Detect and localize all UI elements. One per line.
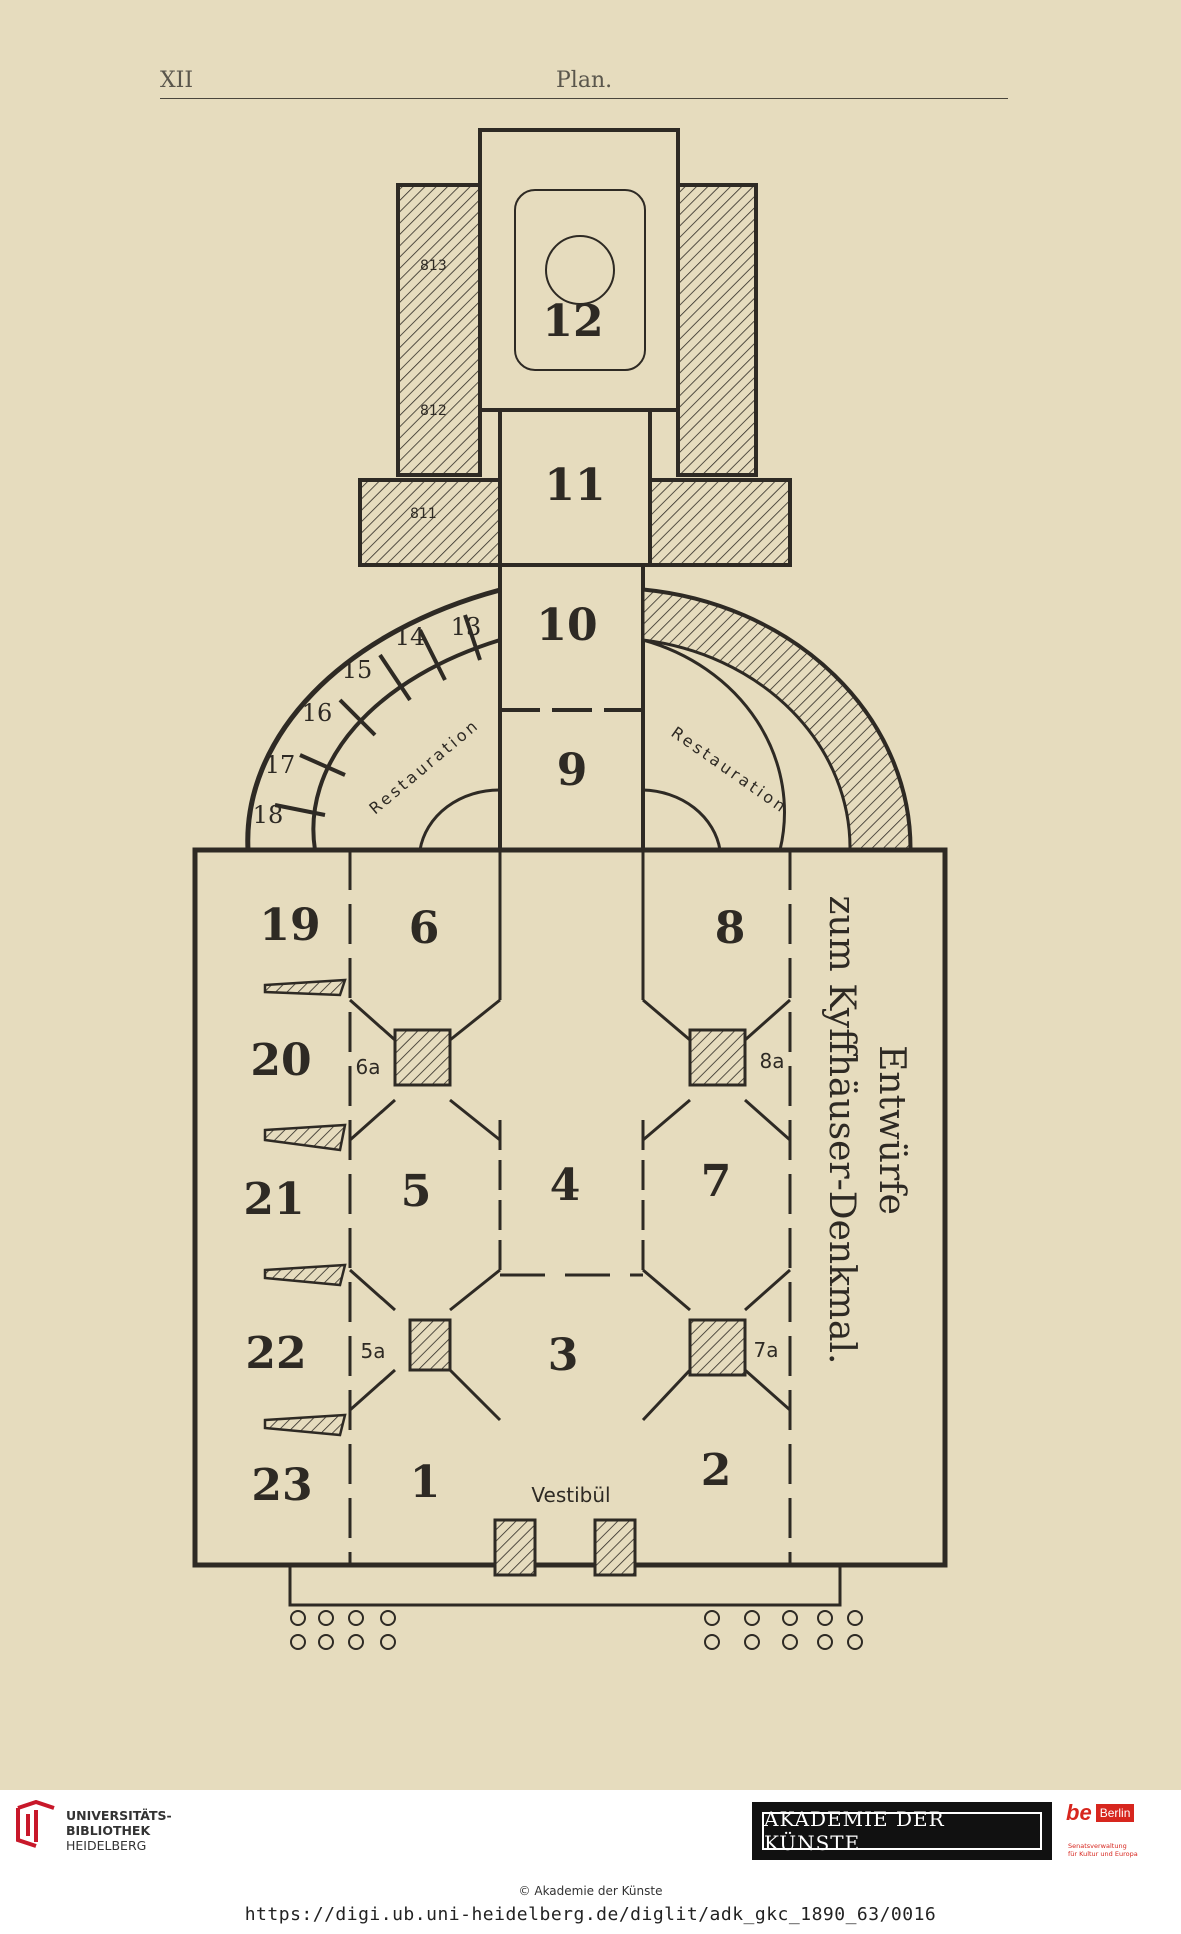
- viewer-footer: UNIVERSITÄTS- BIBLIOTHEK HEIDELBERG AKAD…: [0, 1790, 1181, 1934]
- header-rule: [160, 98, 1008, 99]
- room-2: 2: [701, 1445, 732, 1496]
- senate-line-1: Senatsverwaltung: [1068, 1842, 1127, 1850]
- vestibule-label: Vestibül: [531, 1483, 610, 1507]
- room-18: 18: [253, 801, 284, 829]
- room-17: 17: [265, 751, 296, 779]
- room-15: 15: [342, 656, 373, 684]
- label-811: 811: [410, 506, 437, 522]
- room-10: 10: [536, 600, 597, 651]
- room-5a: 5a: [361, 1339, 386, 1363]
- library-line-3: HEIDELBERG: [66, 1838, 147, 1853]
- plan-walls: [192, 128, 948, 1607]
- room-11: 11: [544, 460, 605, 511]
- academy-name: AKADEMIE DER KÜNSTE: [762, 1807, 1042, 1855]
- room-22: 22: [245, 1328, 306, 1379]
- restaurant-left-label: Restauration: [365, 715, 483, 818]
- senate-line-2: für Kultur und Europa: [1068, 1850, 1138, 1858]
- garden-bushes: [290, 1610, 863, 1650]
- library-line-2: BIBLIOTHEK: [66, 1823, 151, 1838]
- berlin-senate-logo: be Berlin Senatsverwaltung für Kultur un…: [1064, 1800, 1164, 1864]
- academy-logo: AKADEMIE DER KÜNSTE: [752, 1802, 1052, 1860]
- berlin-be: be: [1066, 1800, 1092, 1825]
- permalink-url[interactable]: https://digi.ub.uni-heidelberg.de/diglit…: [244, 1904, 937, 1925]
- caption-line-1: Entwürfe: [871, 1045, 912, 1215]
- berlin-wordmark: be Berlin: [1066, 1800, 1135, 1825]
- room-8a: 8a: [760, 1049, 785, 1073]
- label-813: 813: [420, 258, 447, 274]
- room-16: 16: [302, 699, 333, 727]
- upper-wing-labels: 813 812 811: [410, 258, 447, 522]
- caption-line-2: zum Kyffhäuser-Denkmal.: [821, 896, 862, 1365]
- room-12: 12: [542, 296, 603, 347]
- room-6: 6: [409, 903, 440, 954]
- page-title: Plan.: [556, 68, 613, 93]
- room-9: 9: [557, 745, 588, 796]
- room-5: 5: [401, 1166, 432, 1217]
- room-8: 8: [715, 903, 746, 954]
- copyright-notice: © Akademie der Künste: [518, 1884, 663, 1898]
- library-line-1: UNIVERSITÄTS-: [66, 1808, 172, 1823]
- scanned-page: XII Plan.: [0, 0, 1181, 1790]
- room-21: 21: [243, 1174, 304, 1225]
- label-812: 812: [420, 403, 447, 419]
- room-19: 19: [259, 900, 320, 951]
- room-1: 1: [410, 1457, 441, 1508]
- page-number: XII: [160, 68, 194, 93]
- room-20: 20: [250, 1035, 311, 1086]
- room-numbers: 1 2 3 4 5 6 7 8 9 10 11 12 13 14 15 16 1…: [243, 296, 745, 1511]
- room-14: 14: [395, 623, 426, 651]
- sub-room-labels: 5a 6a 7a 8a: [356, 1049, 785, 1363]
- university-library-name: UNIVERSITÄTS- BIBLIOTHEK HEIDELBERG: [66, 1808, 172, 1853]
- senate-text: Senatsverwaltung für Kultur und Europa: [1068, 1842, 1138, 1858]
- room-3: 3: [548, 1330, 579, 1381]
- room-13: 13: [451, 613, 482, 641]
- room-4: 4: [550, 1160, 581, 1211]
- university-library-logo-icon: [16, 1800, 55, 1848]
- room-7: 7: [701, 1156, 732, 1207]
- room-23: 23: [251, 1460, 312, 1511]
- room-7a: 7a: [754, 1338, 779, 1362]
- berlin-word: Berlin: [1095, 1804, 1135, 1822]
- floor-plan: 1 2 3 4 5 6 7 8 9 10 11 12 13 14 15 16 1…: [192, 128, 948, 1650]
- room-6a: 6a: [356, 1055, 381, 1079]
